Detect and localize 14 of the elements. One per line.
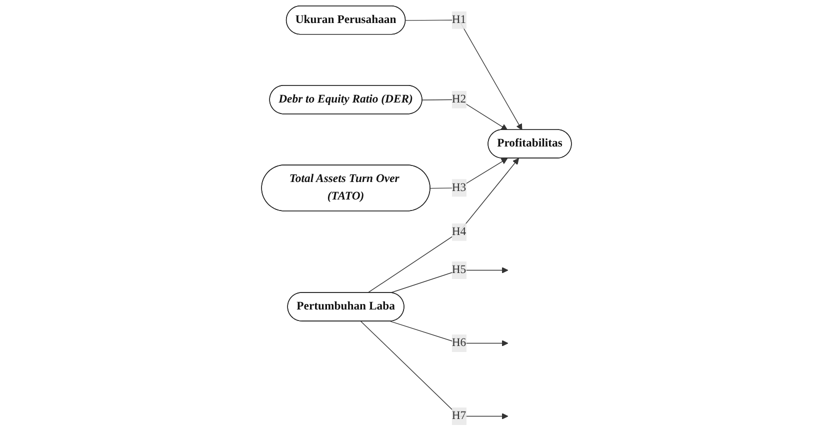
edge-label: H7 (452, 410, 466, 422)
edge-label: H4 (452, 226, 466, 238)
arrow (422, 99, 508, 130)
edge-label: H1 (452, 14, 466, 26)
arrow (390, 267, 508, 294)
edge-label: H6 (452, 336, 466, 350)
arrow (367, 158, 519, 294)
edge-label: H2 (452, 93, 466, 106)
arrow (430, 158, 508, 189)
arrow (405, 20, 522, 130)
arrow (360, 320, 508, 420)
arrow (390, 320, 508, 346)
edge-label: H5 (452, 264, 466, 276)
edge-label: H3 (452, 181, 466, 194)
